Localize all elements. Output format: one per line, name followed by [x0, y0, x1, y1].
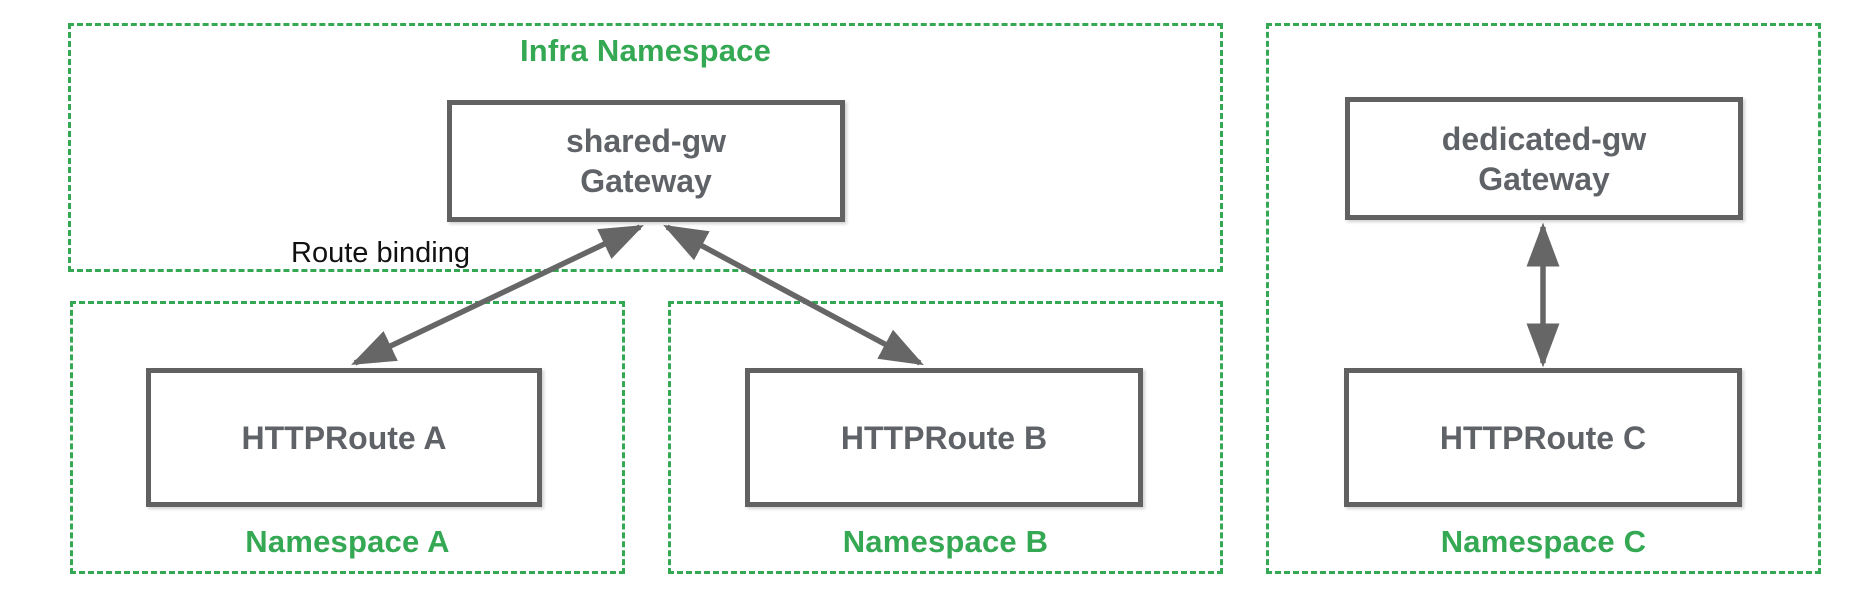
dedicated-gateway-node: dedicated-gw Gateway — [1345, 97, 1743, 220]
edge-route-b-to-shared-gw-arrow — [663, 224, 924, 366]
namespace-b-box: Namespace B — [668, 301, 1223, 574]
namespace-b-label: Namespace B — [842, 524, 1049, 559]
namespace-c-box: Namespace C — [1266, 23, 1821, 574]
shared-gateway-node: shared-gw Gateway — [447, 100, 845, 222]
httproute-b-node: HTTPRoute B — [745, 368, 1143, 507]
shared-gateway-type: Gateway — [580, 163, 712, 199]
infra-namespace-label: Infra Namespace — [519, 33, 772, 68]
dedicated-gateway-name: dedicated-gw — [1441, 120, 1647, 157]
edge-route-a-to-shared-gw-arrow — [351, 224, 644, 366]
httproute-a-node: HTTPRoute A — [146, 368, 542, 507]
dedicated-gateway-type: Gateway — [1478, 160, 1610, 197]
httproute-c-node: HTTPRoute C — [1344, 368, 1742, 507]
shared-gateway-name: shared-gw — [565, 123, 727, 159]
infra-namespace-box: Infra Namespace — [68, 23, 1223, 272]
namespace-a-label: Namespace A — [245, 524, 450, 559]
httproute-c-label: HTTPRoute C — [1439, 419, 1647, 456]
route-binding-annotation: Route binding — [291, 237, 470, 269]
httproute-a-label: HTTPRoute A — [241, 419, 447, 456]
namespace-a-box: Namespace A — [70, 301, 625, 574]
httproute-b-label: HTTPRoute B — [840, 419, 1048, 456]
namespace-c-label: Namespace C — [1440, 524, 1647, 559]
